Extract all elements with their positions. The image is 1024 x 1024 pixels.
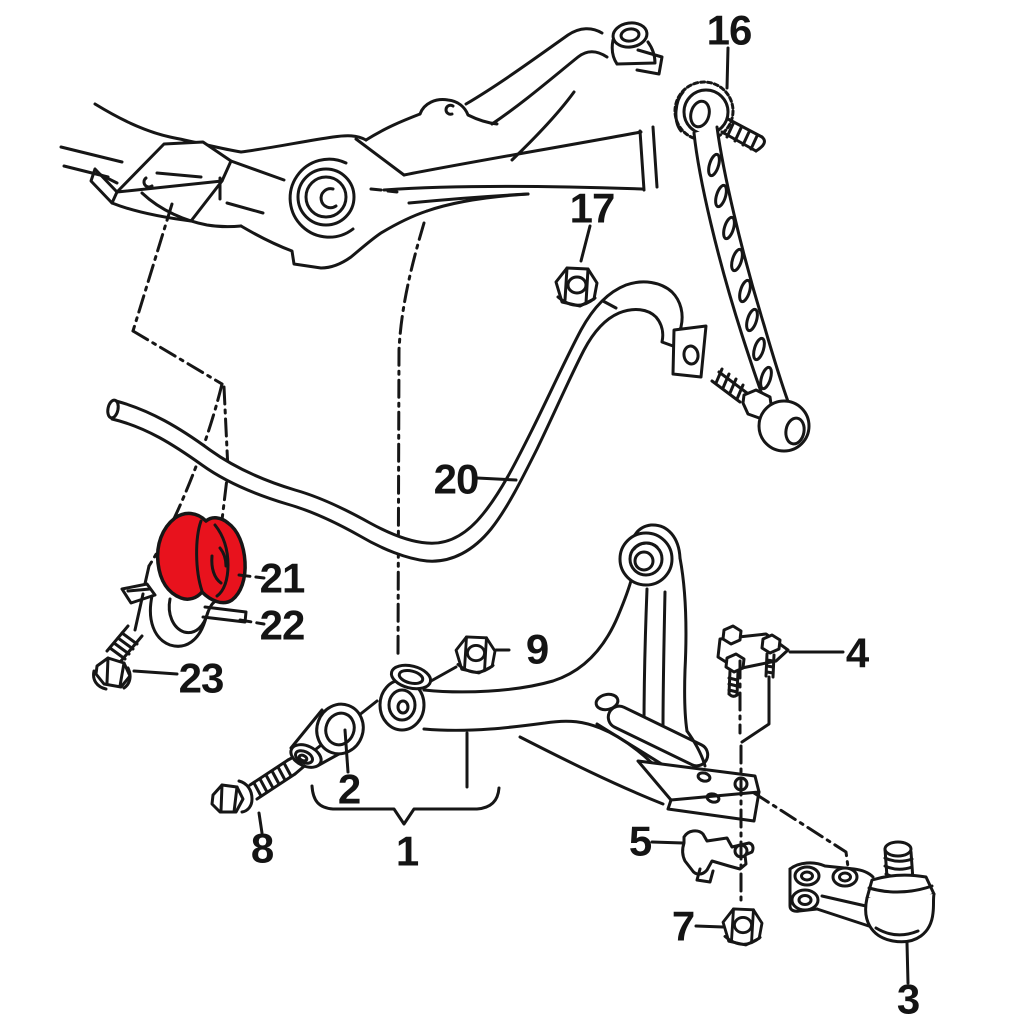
callout-8[interactable]: 8: [251, 825, 275, 872]
callout-labels: 1 2 3 4 5 7 8 9 16 17 20 21 22 23: [179, 7, 921, 1023]
subframe-mount-eye: [610, 21, 664, 76]
control-arm-front-eye: [378, 663, 433, 732]
stabilizer-bushing-highlighted[interactable]: [155, 511, 247, 605]
centerline-elbow: [740, 675, 771, 744]
callout-2[interactable]: 2: [338, 766, 361, 813]
callout-16[interactable]: 16: [707, 7, 753, 54]
subframe-left-pad: [89, 140, 233, 223]
leader-17: [579, 224, 592, 263]
callout-9[interactable]: 9: [526, 626, 549, 673]
leader-8: [257, 811, 264, 835]
subframe-crossmember: [59, 21, 664, 270]
centerline: [752, 791, 850, 869]
callout-20[interactable]: 20: [434, 456, 480, 503]
centerline: [396, 221, 426, 658]
bar-end-tip: [106, 398, 120, 420]
stabilizer-link: [673, 80, 811, 453]
leader-5: [650, 840, 685, 845]
centerline: [220, 385, 230, 522]
control-arm: [378, 523, 761, 823]
control-arm-bushing-2: [289, 702, 365, 769]
callout-7[interactable]: 7: [672, 903, 695, 950]
line-art: [59, 21, 936, 985]
hex-nut-7: [721, 907, 764, 947]
leader-16: [725, 46, 730, 90]
control-arm-rear-bushing: [618, 531, 674, 587]
arm-slot: [606, 704, 710, 768]
leader-2: [343, 728, 350, 774]
leader-7: [694, 924, 725, 929]
stabilizer-bar-clamp-tab: [671, 324, 708, 379]
leader-20: [475, 476, 518, 482]
callout-22[interactable]: 22: [260, 602, 306, 649]
bushing-clamp-bracket-22: [120, 582, 248, 648]
arm-hole: [594, 692, 620, 712]
mounting-bracket-4: [716, 624, 790, 698]
ball-joint: [788, 840, 936, 944]
centerline: [131, 202, 174, 333]
flange-bolt-23: [92, 592, 145, 691]
leader-3: [905, 941, 910, 985]
callout-21[interactable]: 21: [260, 555, 306, 602]
callout-3[interactable]: 3: [897, 976, 920, 1023]
callout-17[interactable]: 17: [570, 185, 616, 232]
centerline: [131, 329, 224, 386]
callout-4[interactable]: 4: [846, 630, 871, 677]
brace-1: [310, 784, 501, 826]
leader-9: [429, 648, 511, 683]
leader-21: [237, 573, 266, 580]
link-upper-stud: [720, 117, 766, 153]
hex-nut-17: [554, 266, 599, 308]
leader-22: [238, 618, 266, 626]
stabilizer-bar: [106, 280, 708, 563]
subframe-bushing-boss: [288, 157, 356, 239]
hex-nut-9: [454, 635, 497, 675]
leader-17b: [601, 299, 618, 310]
callout-23[interactable]: 23: [179, 655, 225, 702]
link-slots: [707, 152, 773, 391]
leader-lines: [132, 46, 910, 985]
leader-23: [132, 669, 179, 676]
callout-5[interactable]: 5: [629, 818, 653, 865]
callout-1[interactable]: 1: [396, 828, 420, 875]
